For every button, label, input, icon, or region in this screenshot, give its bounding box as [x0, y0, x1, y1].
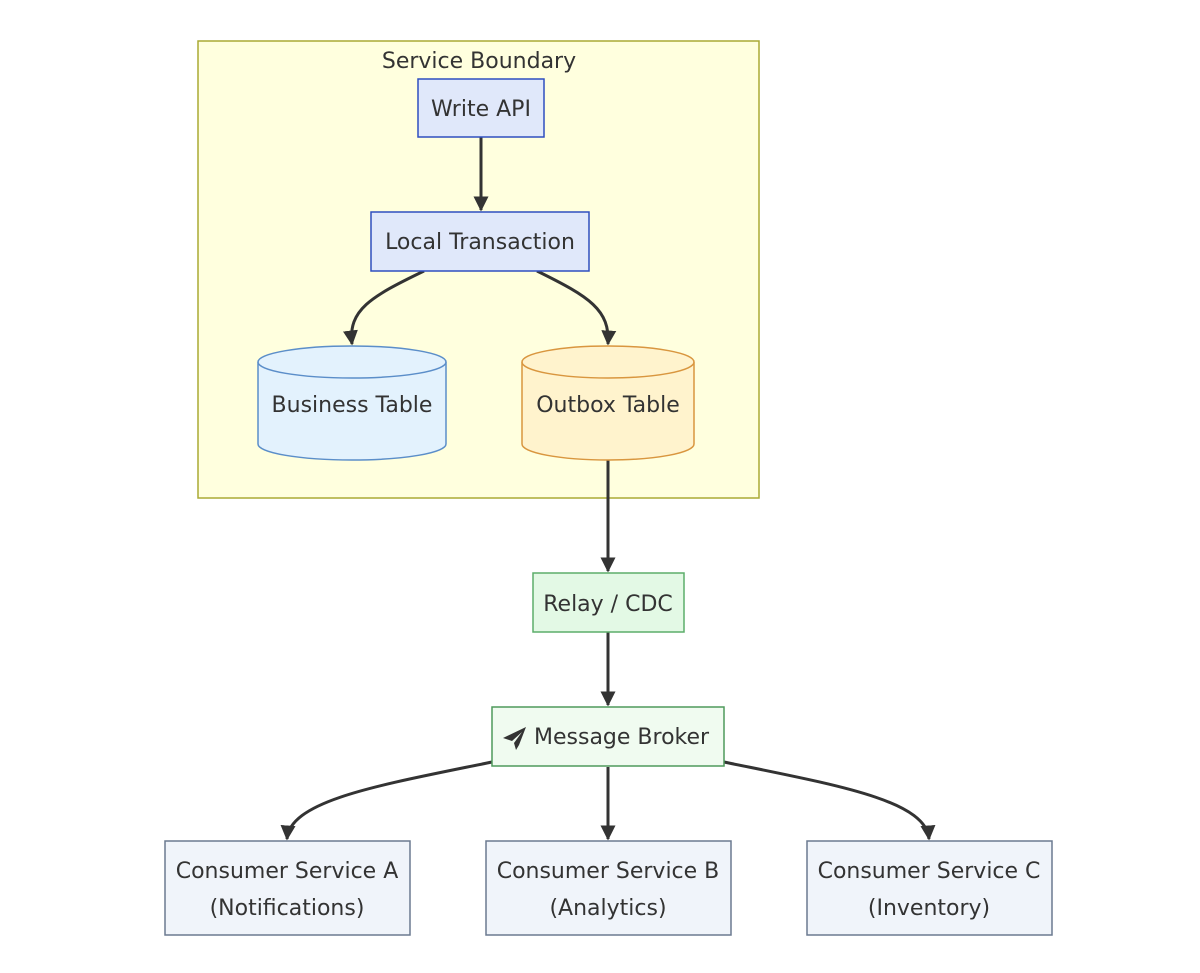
- service-boundary-title: Service Boundary: [382, 49, 576, 74]
- edge-broker-to-consumer-a: [280, 760, 493, 841]
- relay-cdc-node: Relay / CDC: [532, 572, 685, 633]
- business-table-label: Business Table: [272, 393, 433, 418]
- message-broker-node: Message Broker: [491, 706, 725, 767]
- message-broker-label: Message Broker: [534, 725, 710, 750]
- relay-cdc-label: Relay / CDC: [543, 592, 673, 617]
- edge-local-transaction-to-outbox-table: [536, 269, 617, 346]
- business-table-node: Business Table: [257, 345, 447, 461]
- consumer-b-title: Consumer Service B: [497, 859, 720, 884]
- edge-local-transaction-to-business-table: [342, 269, 425, 346]
- local-transaction-label: Local Transaction: [385, 230, 575, 255]
- consumer-a-title: Consumer Service A: [176, 859, 399, 884]
- consumer-service-c-node: Consumer Service C (Inventory): [806, 840, 1053, 936]
- outbox-table-node: Outbox Table: [521, 345, 695, 461]
- outbox-table-label: Outbox Table: [536, 393, 680, 418]
- consumer-c-title: Consumer Service C: [818, 859, 1041, 884]
- edge-broker-to-consumer-c: [723, 760, 936, 841]
- consumer-c-subtitle: (Inventory): [868, 896, 990, 921]
- edges: [280, 137, 936, 841]
- consumer-service-b-node: Consumer Service B (Analytics): [485, 840, 732, 936]
- consumer-a-subtitle: (Notifications): [210, 896, 365, 921]
- write-api-label: Write API: [431, 97, 531, 122]
- consumer-service-a-node: Consumer Service A (Notifications): [164, 840, 411, 936]
- local-transaction-node: Local Transaction: [370, 211, 590, 272]
- write-api-node: Write API: [417, 78, 545, 138]
- paper-plane-icon: [503, 727, 526, 750]
- consumer-b-subtitle: (Analytics): [549, 896, 666, 921]
